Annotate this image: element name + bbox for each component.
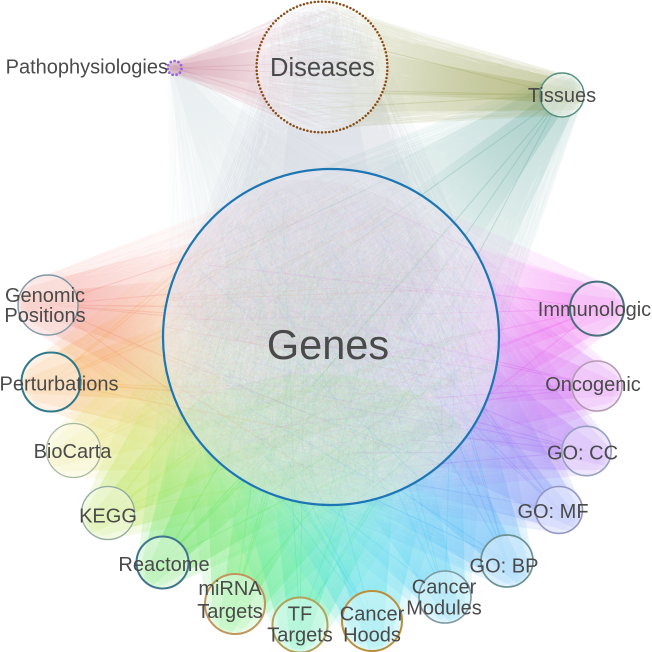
svg-text:TF: TF [288,604,312,626]
svg-text:BioCarta: BioCarta [34,441,113,463]
svg-text:miRNA: miRNA [198,578,262,600]
svg-text:Targets: Targets [267,625,333,647]
svg-text:Genes: Genes [267,321,389,368]
svg-text:GO: BP: GO: BP [470,556,539,578]
svg-text:Reactome: Reactome [118,554,209,576]
svg-text:KEGG: KEGG [79,506,137,528]
svg-text:Genomic: Genomic [5,285,85,307]
svg-text:Positions: Positions [4,305,85,327]
svg-text:Diseases: Diseases [270,54,375,82]
svg-text:GO: CC: GO: CC [547,443,618,465]
svg-text:Perturbations: Perturbations [0,374,118,396]
svg-text:Immunologic: Immunologic [538,299,651,321]
svg-text:Cancer: Cancer [412,577,477,599]
svg-text:Tissues: Tissues [528,85,596,107]
svg-text:Targets: Targets [197,601,263,623]
svg-text:Modules: Modules [406,598,482,620]
svg-text:Pathophysiologies: Pathophysiologies [6,57,168,79]
svg-text:Oncogenic: Oncogenic [545,374,641,396]
svg-text:GO: MF: GO: MF [517,501,588,523]
svg-text:Cancer: Cancer [340,604,405,626]
svg-text:Hoods: Hoods [343,625,401,647]
